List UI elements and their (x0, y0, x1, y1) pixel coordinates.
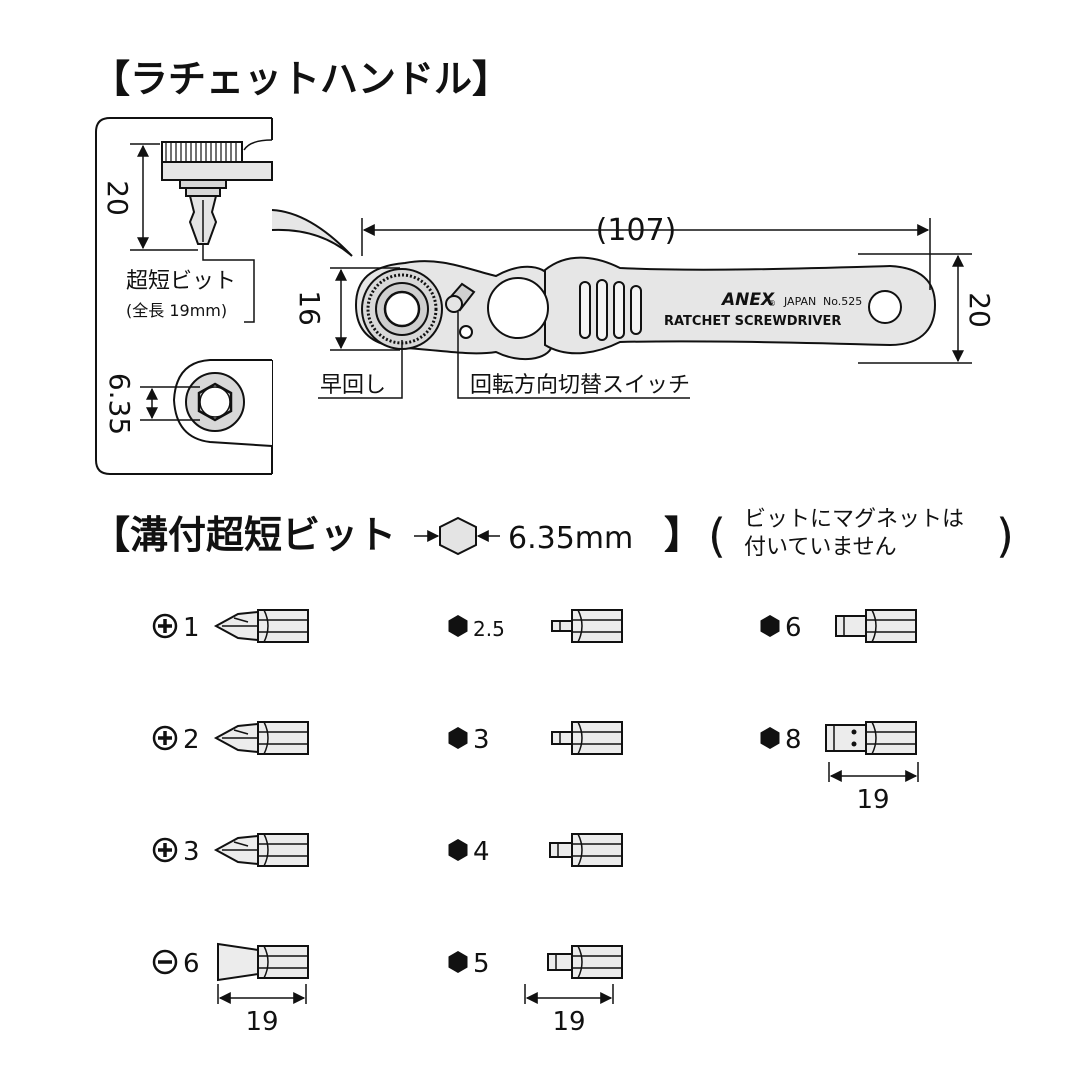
bit-hex-4: 4 (448, 833, 623, 867)
dim-side-height: 20 (101, 180, 134, 216)
dim-handle-width: 20 (963, 292, 996, 328)
note-line-2: 付いていません (744, 535, 897, 560)
brand-logo: ANEX (720, 290, 775, 310)
note-line-1: ビットにマグネットは (744, 507, 964, 532)
bit-body (213, 609, 309, 643)
callout-bit-length: (全長 19mm) (126, 301, 227, 320)
socket-end-view (172, 359, 273, 447)
hang-hole (868, 290, 902, 324)
bit-size-label: 6 (785, 613, 802, 643)
bit-body (547, 945, 623, 979)
bit-body (217, 942, 309, 982)
bit-body (551, 721, 623, 755)
grip-ribs (579, 279, 642, 341)
bit-body (551, 609, 623, 643)
bit-body (213, 721, 309, 755)
hex-symbol-icon (760, 727, 780, 749)
dim-length: (107) (596, 213, 677, 248)
bit-hex-5: 5 (448, 945, 623, 979)
handle-section-title: 【ラチェットハンドル】 (92, 57, 510, 101)
callout-bit-title: 超短ビット (126, 269, 236, 294)
brand-mark: ® (768, 299, 776, 308)
bit-slotted-6: 6 (152, 942, 309, 982)
bit-phillips-1: 1 (152, 609, 309, 643)
phillips-symbol-icon (152, 613, 178, 639)
ratchet-top-view: ANEX ® JAPAN No.525 RATCHET SCREWDRIVER (354, 256, 937, 361)
bit-length-slotted: 19 (245, 1007, 278, 1037)
bit-size-label: 5 (473, 949, 490, 979)
ratchet-head-side-view (161, 139, 353, 257)
model-text: No.525 (823, 295, 862, 308)
bit-size-label: 2 (183, 725, 200, 755)
bit-hex-2.5: 2.5 (448, 609, 623, 643)
callout-quick-spin: 早回し (320, 373, 386, 398)
bit-size-label: 2.5 (473, 617, 505, 641)
phillips-symbol-icon (152, 837, 178, 863)
callout-switch: 回転方向切替スイッチ (470, 373, 690, 398)
bits-section-title: 【溝付超短ビット (92, 513, 396, 557)
bit-size-label: 3 (473, 725, 490, 755)
bit-grid: 1 2 3 6 2.5 3 4 5 6 8 (152, 609, 917, 982)
bit-length-hex5: 19 (552, 1007, 585, 1037)
hex-shank-icon (439, 516, 477, 556)
bit-length-dims: 19 19 19 (217, 762, 919, 1037)
bit-hex-3: 3 (448, 721, 623, 755)
hex-symbol-icon (448, 951, 468, 973)
bit-body (549, 833, 623, 867)
bit-size-label: 3 (183, 837, 200, 867)
bit-size-label: 4 (473, 837, 490, 867)
bit-phillips-3: 3 (152, 833, 309, 867)
bit-body (825, 721, 917, 755)
bit-body (213, 833, 309, 867)
phillips-symbol-icon (152, 725, 178, 751)
note-paren-close: ) (996, 509, 1014, 563)
dim-socket: 6.35 (103, 373, 136, 435)
origin-text: JAPAN (783, 295, 816, 308)
direction-switch (445, 282, 476, 339)
quick-spin-wheel (361, 268, 443, 350)
dim-head-width: 16 (293, 290, 326, 326)
note-paren-open: ( (708, 509, 726, 563)
bit-size-label: 1 (183, 613, 200, 643)
bit-size-label: 8 (785, 725, 802, 755)
slotted-symbol-icon (152, 949, 178, 975)
bit-phillips-2: 2 (152, 721, 309, 755)
bit-length-hex8: 19 (856, 785, 889, 815)
product-name: RATCHET SCREWDRIVER (664, 314, 841, 329)
bit-hex-8: 8 (760, 721, 917, 755)
hex-symbol-icon (448, 615, 468, 637)
hex-size-label: 6.35mm (508, 521, 633, 556)
bit-size-label: 6 (183, 949, 200, 979)
hex-symbol-icon (448, 727, 468, 749)
bit-hex-6: 6 (760, 609, 917, 643)
inset-panel: 20 超短ビット (全長 19mm) 6.35 (95, 117, 353, 475)
hex-symbol-icon (448, 839, 468, 861)
bits-title-close: 】 (664, 513, 702, 557)
bit-body (835, 609, 917, 643)
hex-symbol-icon (760, 615, 780, 637)
